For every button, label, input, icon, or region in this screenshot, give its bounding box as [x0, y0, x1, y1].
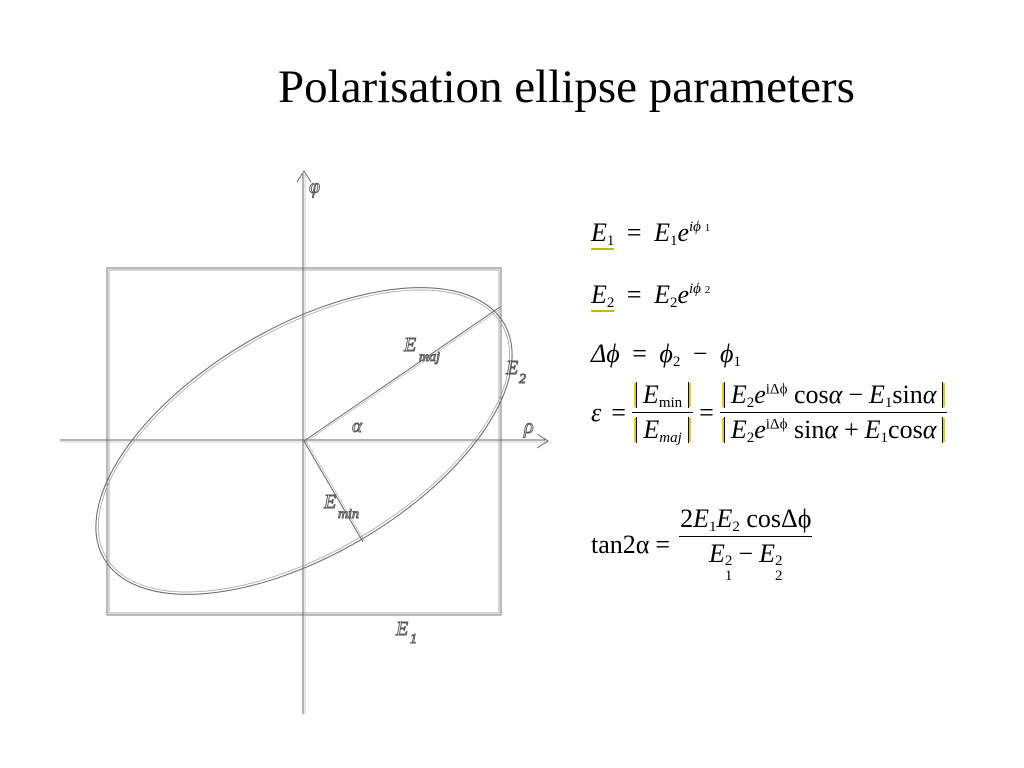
svg-text:E: E — [403, 334, 416, 356]
eq1-rhs-sub: 1 — [669, 232, 678, 249]
eq4-abs-numerator: E2eiΔϕ cosα−E1sinα — [723, 382, 944, 410]
svg-text:maj: maj — [419, 350, 440, 365]
eq4-equals-2: = — [699, 397, 714, 427]
rho-axis-label: ρ — [523, 416, 534, 438]
eq2-exp-base: e — [677, 280, 689, 309]
equation-delta-phi: Δϕ = ϕ2 − ϕ1 — [591, 339, 742, 370]
eq4-abs-emin: Emin — [635, 382, 690, 410]
equation-e2: E2 = E2eiϕ 2 — [591, 280, 711, 312]
slide-title: Polarisation ellipse parameters — [278, 61, 855, 113]
eq3-equals: = — [632, 339, 647, 368]
eq3-phi2-sub: 2 — [672, 353, 681, 370]
eq4-ratio-fraction: Emin Emaj — [632, 382, 693, 445]
eq3-lhs: Δϕ — [591, 339, 620, 368]
svg-text:1: 1 — [410, 632, 417, 647]
eq4-expression-fraction: E2eiΔϕ cosα−E1sinα E2eiΔϕ sinα+E1cosα — [719, 382, 948, 445]
eq2-rhs: E — [654, 280, 670, 309]
eq3-phi1: ϕ — [720, 339, 734, 368]
phi-axis-label: φ — [309, 176, 320, 198]
eq5-equals: = — [655, 530, 671, 559]
e1-label: E 1 — [395, 618, 418, 648]
e2-label: E 2 — [505, 357, 527, 388]
eq3-phi2: ϕ — [659, 339, 673, 368]
eq2-rhs-sub: 2 — [669, 294, 678, 311]
bounding-rectangle-inner — [108, 269, 500, 614]
svg-text:min: min — [338, 507, 359, 522]
equation-e1: E1 = E1eiϕ 1 — [591, 218, 711, 250]
eq2-lhs: E2 — [591, 280, 615, 312]
eq2-exponent: iϕ 2 — [689, 281, 711, 298]
eq2-equals: = — [626, 280, 642, 309]
eq1-rhs: E — [654, 218, 670, 247]
bounding-rectangle — [106, 267, 502, 616]
equation-ellipticity: ε = Emin Emaj = E2eiΔϕ cosα−E1sinα E2eiΔϕ… — [591, 382, 948, 445]
semi-major-axis-line — [303, 306, 502, 443]
alpha-label: α — [352, 416, 363, 437]
eq1-exponent: iϕ 1 — [689, 219, 711, 236]
svg-text:2: 2 — [519, 372, 526, 387]
eq4-epsilon: ε — [591, 397, 602, 427]
eq4-abs-denominator: E2eiΔϕ sinα+E1cosα — [723, 417, 944, 445]
phi-axis — [296, 170, 312, 714]
eq3-phi1-sub: 1 — [733, 353, 742, 370]
eq5-lhs: tan2α — [591, 530, 650, 559]
semi-minor-axis-line — [303, 439, 365, 543]
eq4-abs-emaj: Emaj — [636, 417, 689, 445]
svg-text:E: E — [395, 618, 408, 640]
eq3-minus: − — [692, 339, 708, 368]
eq4-equals: = — [611, 397, 626, 427]
svg-text:E: E — [505, 357, 518, 379]
e-min-label: E min — [323, 491, 360, 523]
eq5-numerator: 2E1E2 cosΔϕ — [680, 504, 812, 535]
e-maj-label: E maj — [403, 334, 441, 366]
svg-text:E: E — [323, 491, 336, 513]
eq1-equals: = — [626, 218, 642, 247]
eq1-lhs: E1 — [591, 218, 615, 250]
eq1-exp-base: e — [677, 218, 689, 247]
